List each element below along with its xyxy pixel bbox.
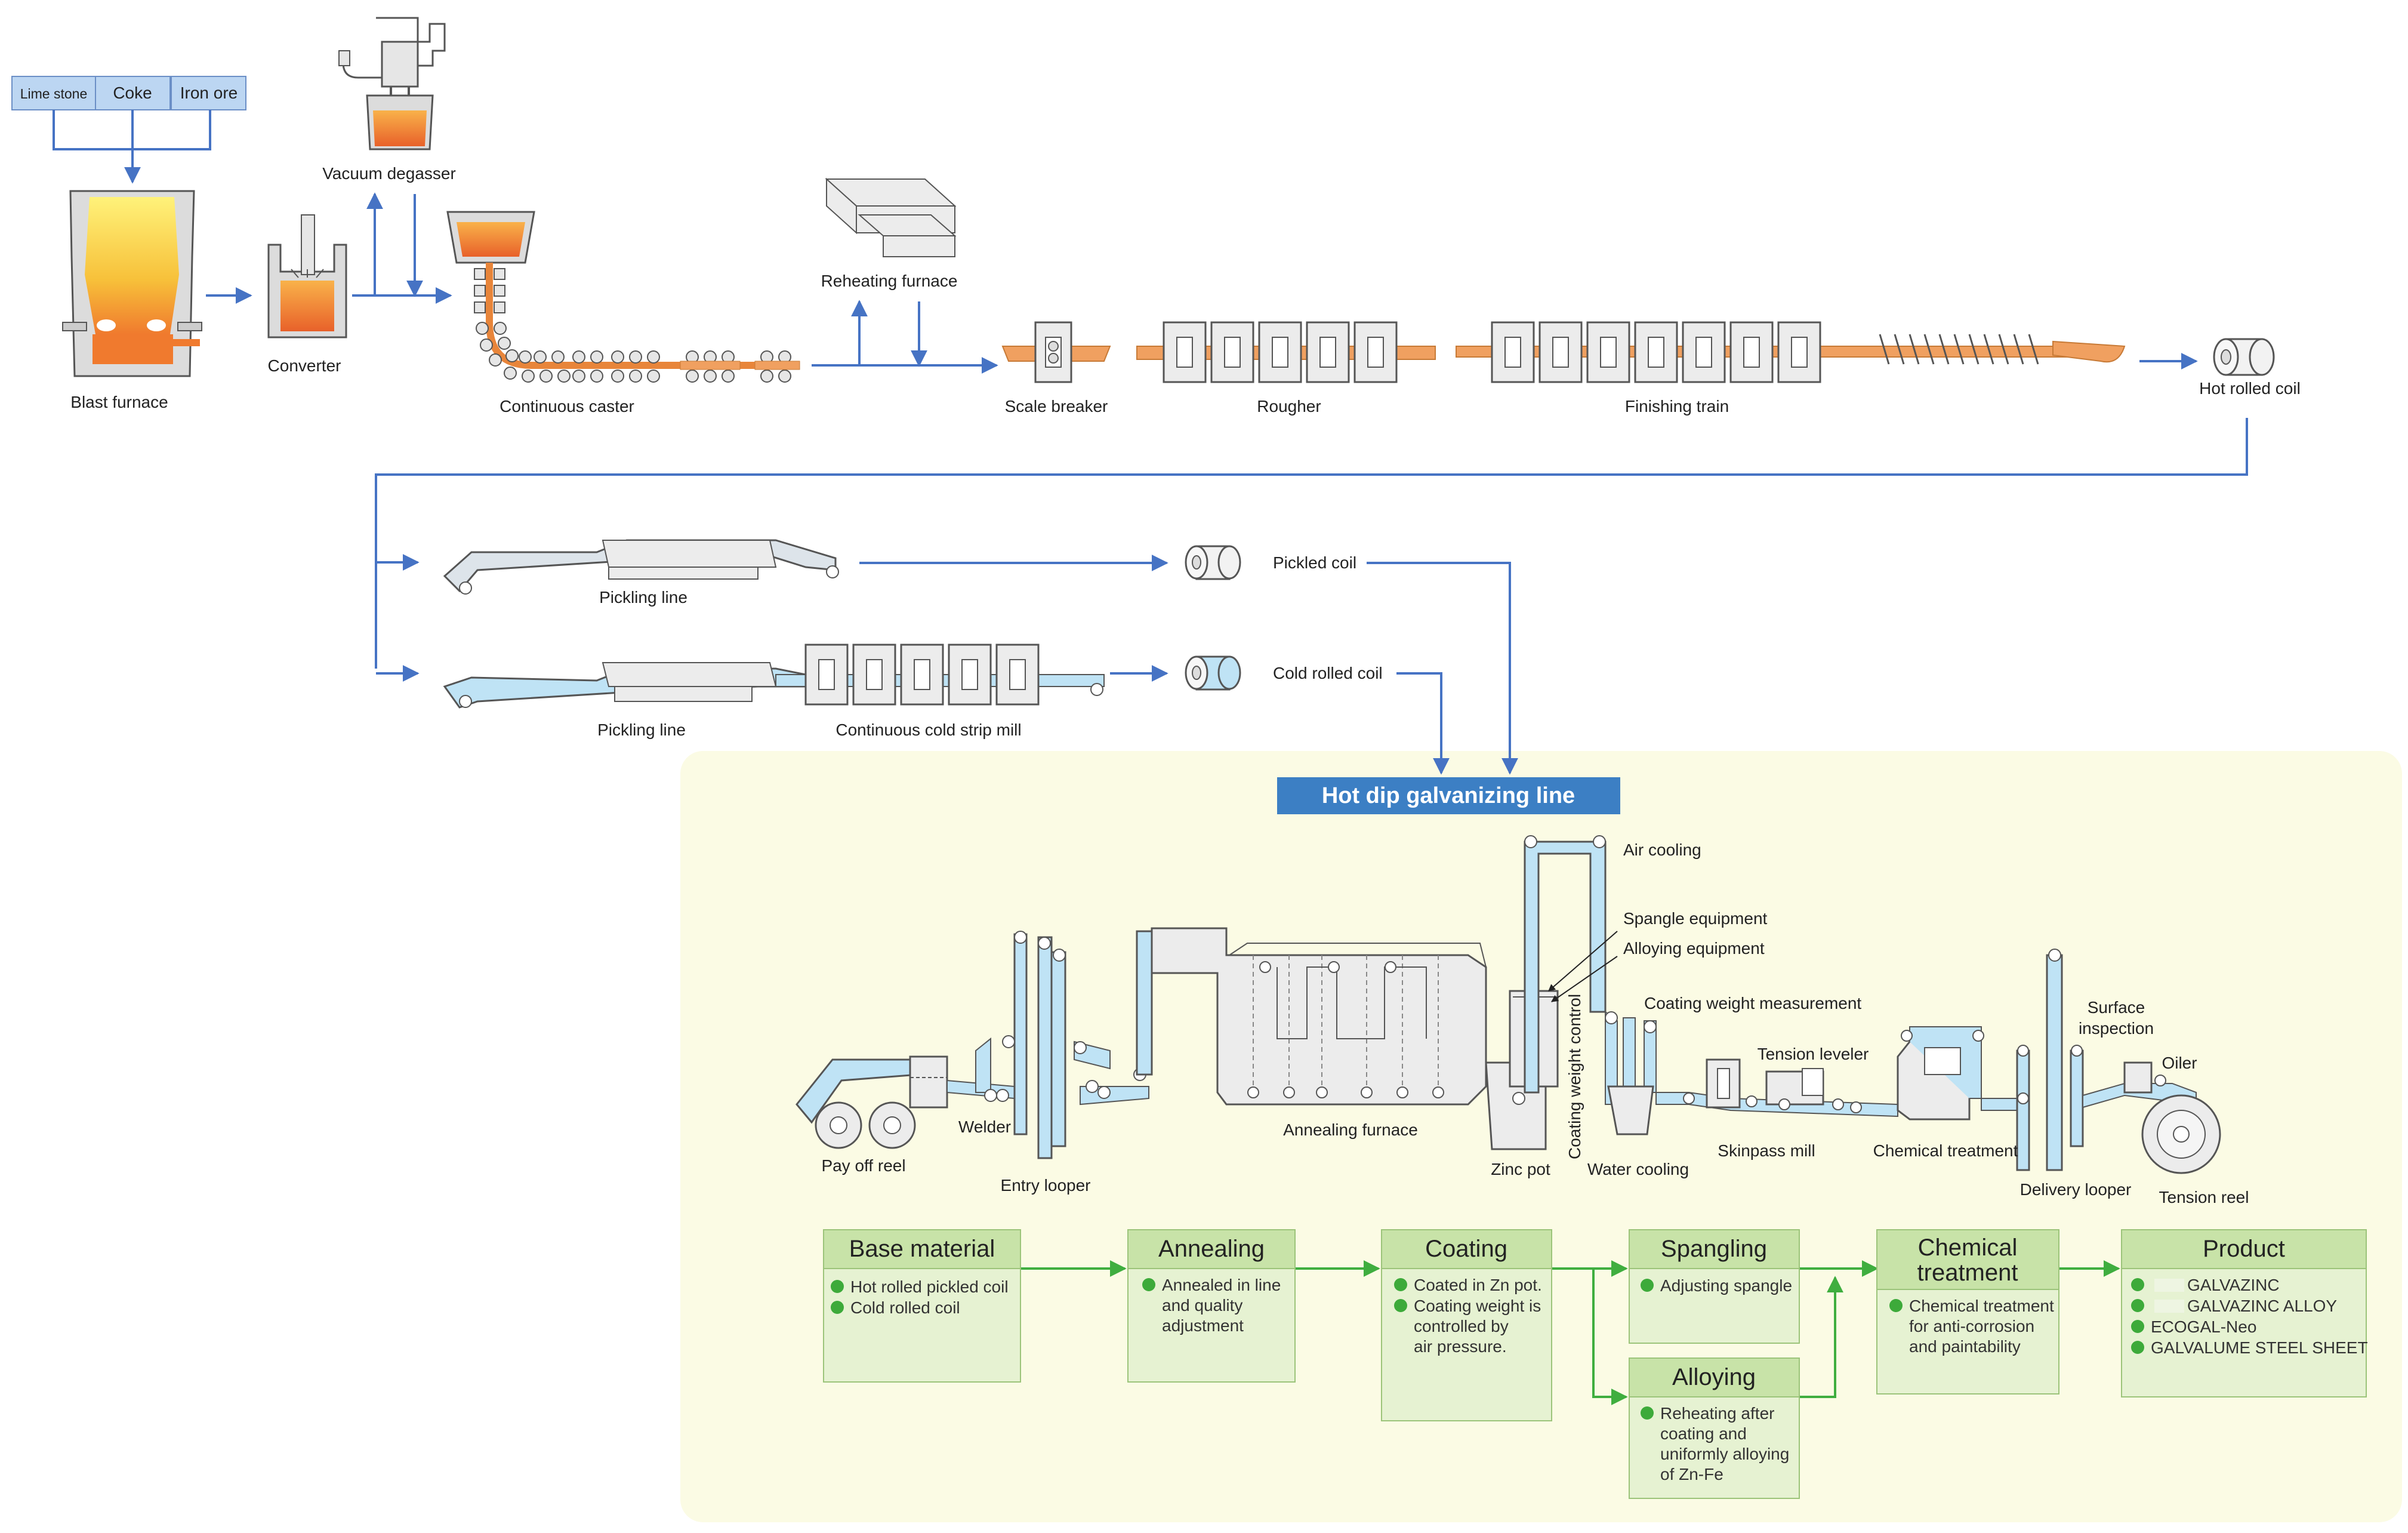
tension-leveler-label: Tension leveler [1758,1045,1869,1063]
stage-base-material-item: Cold rolled coil [850,1298,960,1317]
water-cooling-label: Water cooling [1587,1160,1689,1178]
finishing-train-label: Finishing train [1625,397,1729,415]
entry-looper-label: Entry looper [1001,1176,1091,1195]
stage-chemical-treatment-item: for anti-corrosion [1909,1317,2034,1335]
reheating-furnace-icon [825,177,957,257]
hot-rolled-coil-icon [2213,338,2275,376]
pickling-line-2-icon [443,662,807,709]
iron-ore-label: Iron ore [180,84,238,102]
stage-alloying: Alloying Reheating after coating and uni… [1629,1357,1800,1499]
stage-chemical-treatment-title-2: treatment [1917,1260,2018,1286]
coating-weight-control-label: Coating weight control [1565,994,1584,1159]
continuous-caster-icon [446,211,800,383]
cold-rolled-coil-icon [1185,655,1241,691]
converter-icon [267,214,347,338]
cold-strip-mill-label: Continuous cold strip mill [835,721,1021,739]
finishing-train-icon [1456,321,2126,383]
stage-coating-item: controlled by [1414,1317,1509,1335]
blast-furnace-icon [62,190,202,377]
lime-stone-label: Lime stone [20,86,88,101]
continuous-caster-label: Continuous caster [500,397,634,415]
stage-coating-title: Coating [1425,1236,1507,1262]
pickled-coil-icon [1185,545,1241,580]
pickling-line-1-label: Pickling line [599,588,687,607]
welder-label: Welder [958,1118,1011,1136]
zinc-pot-label: Zinc pot [1491,1160,1550,1178]
stage-base-material-item: Hot rolled pickled coil [850,1278,1009,1296]
stage-product-title: Product [2203,1236,2285,1262]
spangle-equipment-label: Spangle equipment [1623,909,1768,928]
stage-annealing-item: adjustment [1162,1316,1244,1335]
hot-rolled-coil-label: Hot rolled coil [2199,379,2301,398]
blast-furnace-label: Blast furnace [70,393,168,411]
annealing-furnace-label: Annealing furnace [1283,1120,1418,1139]
oiler-label: Oiler [2162,1054,2197,1072]
stage-chemical-treatment: Chemical treatment Chemical treatment fo… [1876,1229,2059,1395]
cold-strip-mill-icon [775,644,1105,706]
stage-spangling: Spangling Adjusting spangle [1629,1229,1800,1344]
galvanizing-labels: Pay off reel Welder Entry looper Anneali… [821,841,2249,1206]
stage-alloying-title: Alloying [1672,1364,1756,1390]
reheating-furnace-label: Reheating furnace [821,272,958,290]
stage-chemical-treatment-item: and paintability [1909,1337,2021,1356]
stage-coating-item: air pressure. [1414,1337,1507,1356]
galvanizing-title-box [1277,777,1620,814]
skinpass-mill-label: Skinpass mill [1718,1141,1815,1160]
vacuum-degasser-icon [338,17,446,150]
scale-breaker-label: Scale breaker [1005,397,1108,415]
alloying-equipment-label: Alloying equipment [1623,939,1765,958]
stage-product: Product GALVAZINC GALVAZINC ALLOY ECOGAL… [2121,1229,2368,1397]
rougher-icon [1136,321,1436,383]
delivery-looper-label: Delivery looper [2020,1180,2132,1199]
scale-breaker-icon [1001,321,1111,383]
raw-materials: Lime stone Coke Iron ore [11,76,246,182]
galvanizing-line-equipment [796,835,2221,1174]
air-cooling-label: Air cooling [1623,841,1701,859]
stage-base-material-title: Base material [849,1236,995,1262]
stage-product-item: ECOGAL-Neo [2151,1317,2256,1336]
stage-coating-item: Coating weight is [1414,1297,1541,1315]
stage-annealing-title: Annealing [1158,1236,1265,1262]
converter-label: Converter [268,356,341,375]
pickling-line-2-label: Pickling line [597,721,686,739]
stage-product-item: GALVALUME STEEL SHEET [2151,1338,2368,1357]
stage-base-material: Base material Hot rolled pickled coil Co… [823,1229,1021,1383]
pickling-line-1-icon [443,539,839,595]
stage-annealing-item: Annealed in line [1162,1276,1281,1294]
stage-annealing-item: and quality [1162,1296,1242,1315]
stage-alloying-item: coating and [1660,1424,1747,1443]
vacuum-degasser-label: Vacuum degasser [322,164,456,183]
surface-inspection-label-1: Surface [2088,998,2145,1017]
chemical-treatment-label: Chemical treatment [1873,1141,2018,1160]
stage-annealing: Annealing Annealed in line and quality a… [1127,1229,1296,1383]
rougher-label: Rougher [1257,397,1321,415]
stage-chemical-treatment-title-1: Chemical [1918,1235,2018,1261]
stage-coating: Coating Coated in Zn pot. Coating weight… [1381,1229,1552,1421]
stage-chemical-treatment-item: Chemical treatment [1909,1297,2054,1315]
coke-label: Coke [113,84,152,102]
stage-spangling-item: Adjusting spangle [1660,1276,1792,1295]
stage-alloying-item: uniformly alloying [1660,1445,1789,1463]
stage-spangling-title: Spangling [1661,1236,1767,1262]
stage-product-item: GALVAZINC [2187,1276,2280,1294]
stage-alloying-item: of Zn-Fe [1660,1465,1723,1483]
pickled-coil-label: Pickled coil [1273,553,1356,572]
pay-off-reel-label: Pay off reel [821,1156,905,1175]
stage-alloying-item: Reheating after [1660,1404,1774,1423]
coating-weight-measurement-label: Coating weight measurement [1644,994,1861,1012]
stage-coating-item: Coated in Zn pot. [1414,1276,1542,1294]
surface-inspection-label-2: inspection [2079,1019,2154,1038]
galvanizing-title: Hot dip galvanizing line [1322,783,1575,808]
stage-product-item: GALVAZINC ALLOY [2187,1297,2337,1315]
stage-flow-arrows [1020,1260,2120,1405]
cold-rolled-coil-label: Cold rolled coil [1273,664,1383,682]
tension-reel-label: Tension reel [2159,1188,2249,1206]
